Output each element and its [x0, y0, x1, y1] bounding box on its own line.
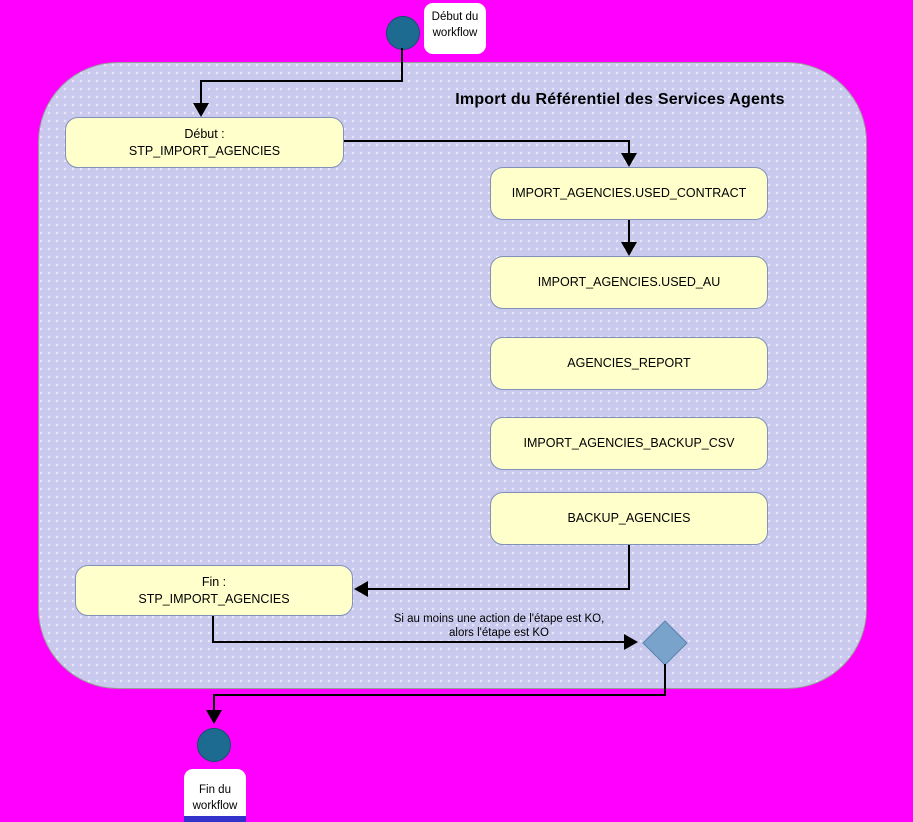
action-box-label: BACKUP_AGENCIES — [567, 511, 691, 526]
action-box-agencies-report[interactable]: AGENCIES_REPORT — [490, 337, 768, 390]
connector — [200, 80, 202, 104]
action-box-backup-agencies[interactable]: BACKUP_AGENCIES — [490, 492, 768, 545]
connector — [628, 220, 630, 242]
connector — [401, 48, 403, 82]
action-box-backup-csv[interactable]: IMPORT_AGENCIES_BACKUP_CSV — [490, 417, 768, 470]
connector — [212, 641, 624, 643]
action-box-label: IMPORT_AGENCIES.USED_CONTRACT — [511, 186, 747, 201]
arrowhead-down-icon — [193, 103, 209, 117]
start-node[interactable] — [386, 16, 420, 50]
action-box-used-au[interactable]: IMPORT_AGENCIES.USED_AU — [490, 256, 768, 309]
connector — [628, 545, 630, 590]
connector — [212, 616, 214, 643]
arrowhead-down-icon — [206, 710, 222, 724]
condition-line1: Si au moins une action de l'étape est KO… — [393, 613, 605, 625]
connector — [628, 140, 630, 154]
arrowhead-right-icon — [624, 634, 638, 650]
step-start-box[interactable]: Début : STP_IMPORT_AGENCIES — [65, 117, 344, 168]
condition-line2: alors l'étape est KO — [449, 627, 549, 639]
condition-label: Si au moins une action de l'étape est KO… — [373, 612, 625, 640]
arrowhead-left-icon — [354, 581, 368, 597]
connector — [344, 140, 630, 142]
step-end-line2: STP_IMPORT_AGENCIES — [138, 591, 290, 606]
connector — [664, 664, 666, 696]
step-end-box[interactable]: Fin : STP_IMPORT_AGENCIES — [75, 565, 353, 616]
diagram-title: Import du Référentiel des Services Agent… — [455, 91, 785, 108]
step-end-line1: Fin : — [201, 574, 227, 589]
step-start-line1: Début : — [184, 126, 225, 141]
connector — [200, 80, 403, 82]
connector — [213, 694, 215, 710]
action-box-label: IMPORT_AGENCIES.USED_AU — [537, 275, 721, 290]
start-node-label: Début du workflow — [424, 3, 486, 54]
arrowhead-down-icon — [621, 153, 637, 167]
action-box-used-contract[interactable]: IMPORT_AGENCIES.USED_CONTRACT — [490, 167, 768, 220]
end-node-label: Fin du workflow — [184, 769, 246, 822]
end-label-strip — [184, 816, 246, 822]
end-node[interactable] — [197, 728, 231, 762]
connector — [368, 588, 630, 590]
arrowhead-down-icon — [621, 242, 637, 256]
step-start-line2: STP_IMPORT_AGENCIES — [128, 143, 281, 158]
connector — [213, 694, 665, 696]
action-box-label: AGENCIES_REPORT — [567, 356, 691, 371]
action-box-label: IMPORT_AGENCIES_BACKUP_CSV — [523, 436, 735, 451]
